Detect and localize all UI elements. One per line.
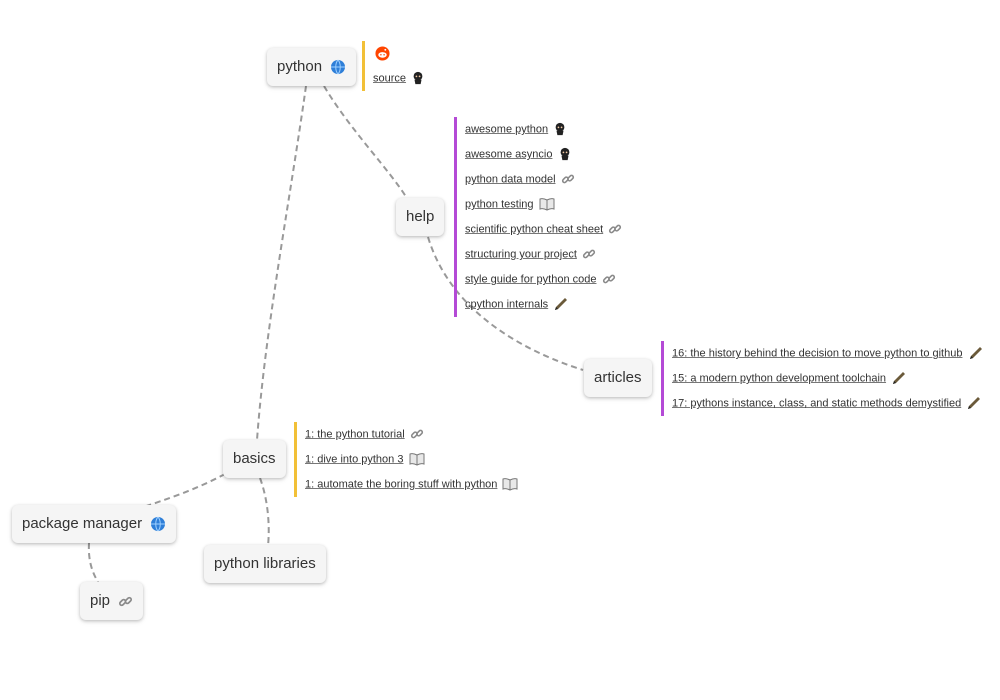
link-icon (608, 217, 622, 242)
globe-icon (150, 505, 166, 543)
link-icon (561, 167, 575, 192)
node-package-manager[interactable]: package manager (12, 505, 177, 543)
link-cpython-internals[interactable]: cpython internals (465, 292, 622, 317)
link-icon (582, 242, 596, 267)
link-label[interactable]: 16: the history behind the decision to m… (672, 347, 963, 360)
edge-basics-python-libraries (259, 477, 270, 547)
node-basics[interactable]: basics (223, 440, 286, 478)
articles-links: 16: the history behind the decision to m… (661, 341, 984, 416)
link-label[interactable]: 1: automate the boring stuff with python (305, 478, 498, 491)
link-label[interactable]: 15: a modern python development toolchai… (672, 372, 887, 385)
link-article-16[interactable]: 16: the history behind the decision to m… (672, 341, 984, 366)
link-label[interactable]: style guide for python code (465, 273, 597, 286)
link-label[interactable]: python data model (465, 173, 556, 186)
node-help-label: help (406, 208, 435, 225)
help-links: awesome python awesome asyncio python da… (454, 117, 622, 317)
pen-icon (968, 341, 984, 366)
link-icon (410, 422, 424, 447)
link-dive-into-python[interactable]: 1: dive into python 3 (305, 447, 518, 472)
edge-package-manager-pip (87, 542, 99, 583)
python-links: source (362, 41, 425, 91)
link-label[interactable]: 1: dive into python 3 (305, 453, 404, 466)
link-label[interactable]: structuring your project (465, 248, 577, 261)
book-icon (502, 472, 518, 497)
pen-icon (966, 391, 982, 416)
github-icon (558, 142, 572, 167)
link-icon (602, 267, 616, 292)
book-icon (409, 447, 425, 472)
link-source[interactable]: source (373, 66, 425, 91)
link-label[interactable]: cpython internals (465, 298, 549, 311)
edge-python-basics (256, 85, 307, 441)
link-python-tutorial[interactable]: 1: the python tutorial (305, 422, 518, 447)
link-scientific-python-cheat-sheet[interactable]: scientific python cheat sheet (465, 217, 622, 242)
link-label[interactable]: scientific python cheat sheet (465, 223, 604, 236)
node-python-libraries[interactable]: python libraries (204, 545, 326, 583)
node-articles-label: articles (594, 369, 642, 386)
link-reddit[interactable] (373, 41, 425, 66)
node-basics-label: basics (233, 450, 276, 467)
node-pip-label: pip (90, 592, 111, 609)
node-python[interactable]: python (267, 48, 357, 86)
link-awesome-python[interactable]: awesome python (465, 117, 622, 142)
link-automate-boring-stuff[interactable]: 1: automate the boring stuff with python (305, 472, 518, 497)
node-package-manager-label: package manager (22, 515, 143, 532)
basics-links: 1: the python tutorial 1: dive into pyth… (294, 422, 518, 497)
github-icon (411, 66, 425, 91)
link-source-label[interactable]: source (373, 72, 407, 85)
link-label[interactable]: awesome python (465, 123, 549, 136)
link-python-data-model[interactable]: python data model (465, 167, 622, 192)
edge-python-help (323, 85, 409, 201)
node-python-label: python (277, 58, 323, 75)
link-article-15[interactable]: 15: a modern python development toolchai… (672, 366, 984, 391)
reddit-icon[interactable] (375, 41, 390, 66)
link-article-17[interactable]: 17: pythons instance, class, and static … (672, 391, 984, 416)
link-label[interactable]: python testing (465, 198, 534, 211)
node-pip[interactable]: pip (80, 582, 144, 620)
node-python-libraries-label: python libraries (214, 555, 316, 572)
node-help[interactable]: help (396, 198, 445, 236)
link-structuring-your-project[interactable]: structuring your project (465, 242, 622, 267)
link-label[interactable]: 1: the python tutorial (305, 428, 405, 441)
pen-icon (553, 292, 569, 317)
globe-icon (330, 48, 346, 86)
link-python-testing[interactable]: python testing (465, 192, 622, 217)
github-icon (553, 117, 567, 142)
edge-basics-package-manager (139, 473, 226, 509)
book-icon (539, 192, 555, 217)
link-style-guide[interactable]: style guide for python code (465, 267, 622, 292)
node-articles[interactable]: articles (584, 359, 652, 397)
pen-icon (891, 366, 907, 391)
link-icon (118, 582, 133, 620)
link-awesome-asyncio[interactable]: awesome asyncio (465, 142, 622, 167)
link-label[interactable]: 17: pythons instance, class, and static … (672, 397, 962, 410)
link-label[interactable]: awesome asyncio (465, 148, 553, 161)
